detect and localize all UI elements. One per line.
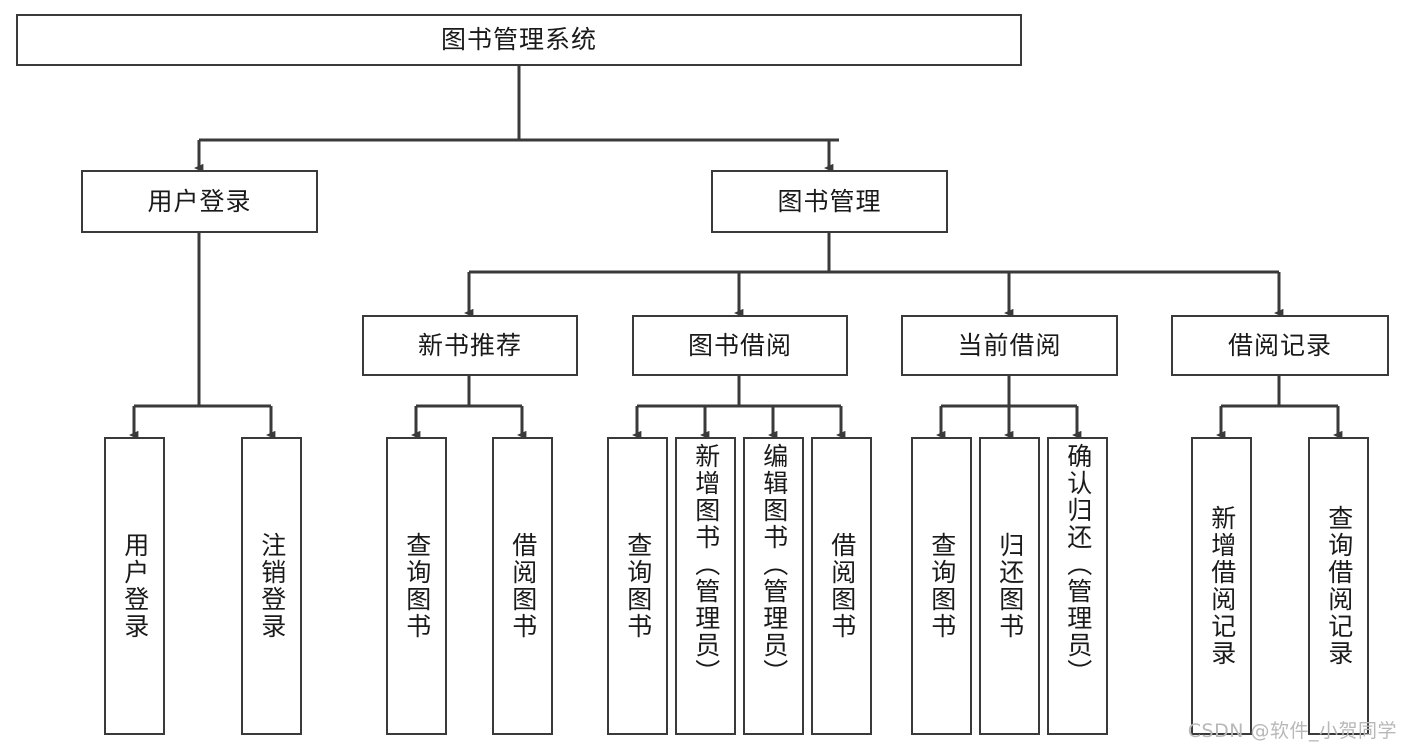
leaf-logout[interactable]: 注销登录: [241, 437, 302, 735]
node-new-book-recommend[interactable]: 新书推荐: [362, 315, 578, 376]
node-root-system[interactable]: 图书管理系统: [16, 14, 1022, 66]
leaf-cb-query-book[interactable]: 查询图书: [911, 437, 972, 735]
leaf-bb-query-book[interactable]: 查询图书: [607, 437, 668, 735]
leaf-user-login[interactable]: 用户登录: [104, 437, 165, 735]
leaf-br-add-record[interactable]: 新增借阅记录: [1191, 437, 1252, 735]
leaf-bb-add-book-admin[interactable]: 新增图书（管理员）: [675, 437, 736, 735]
leaf-bb-edit-book-admin[interactable]: 编辑图书（管理员）: [743, 437, 804, 735]
leaf-nb-query-book[interactable]: 查询图书: [386, 437, 447, 735]
node-book-management[interactable]: 图书管理: [711, 170, 948, 233]
leaf-cb-return-book[interactable]: 归还图书: [979, 437, 1040, 735]
leaf-nb-borrow-book[interactable]: 借阅图书: [492, 437, 553, 735]
node-current-borrow[interactable]: 当前借阅: [901, 315, 1118, 376]
node-user-login[interactable]: 用户登录: [81, 170, 318, 233]
leaf-cb-confirm-return-admin[interactable]: 确认归还（管理员）: [1047, 437, 1108, 735]
node-book-borrow[interactable]: 图书借阅: [632, 315, 848, 376]
node-borrow-record[interactable]: 借阅记录: [1171, 315, 1389, 376]
leaf-bb-borrow-book[interactable]: 借阅图书: [811, 437, 872, 735]
leaf-br-query-record[interactable]: 查询借阅记录: [1308, 437, 1369, 735]
